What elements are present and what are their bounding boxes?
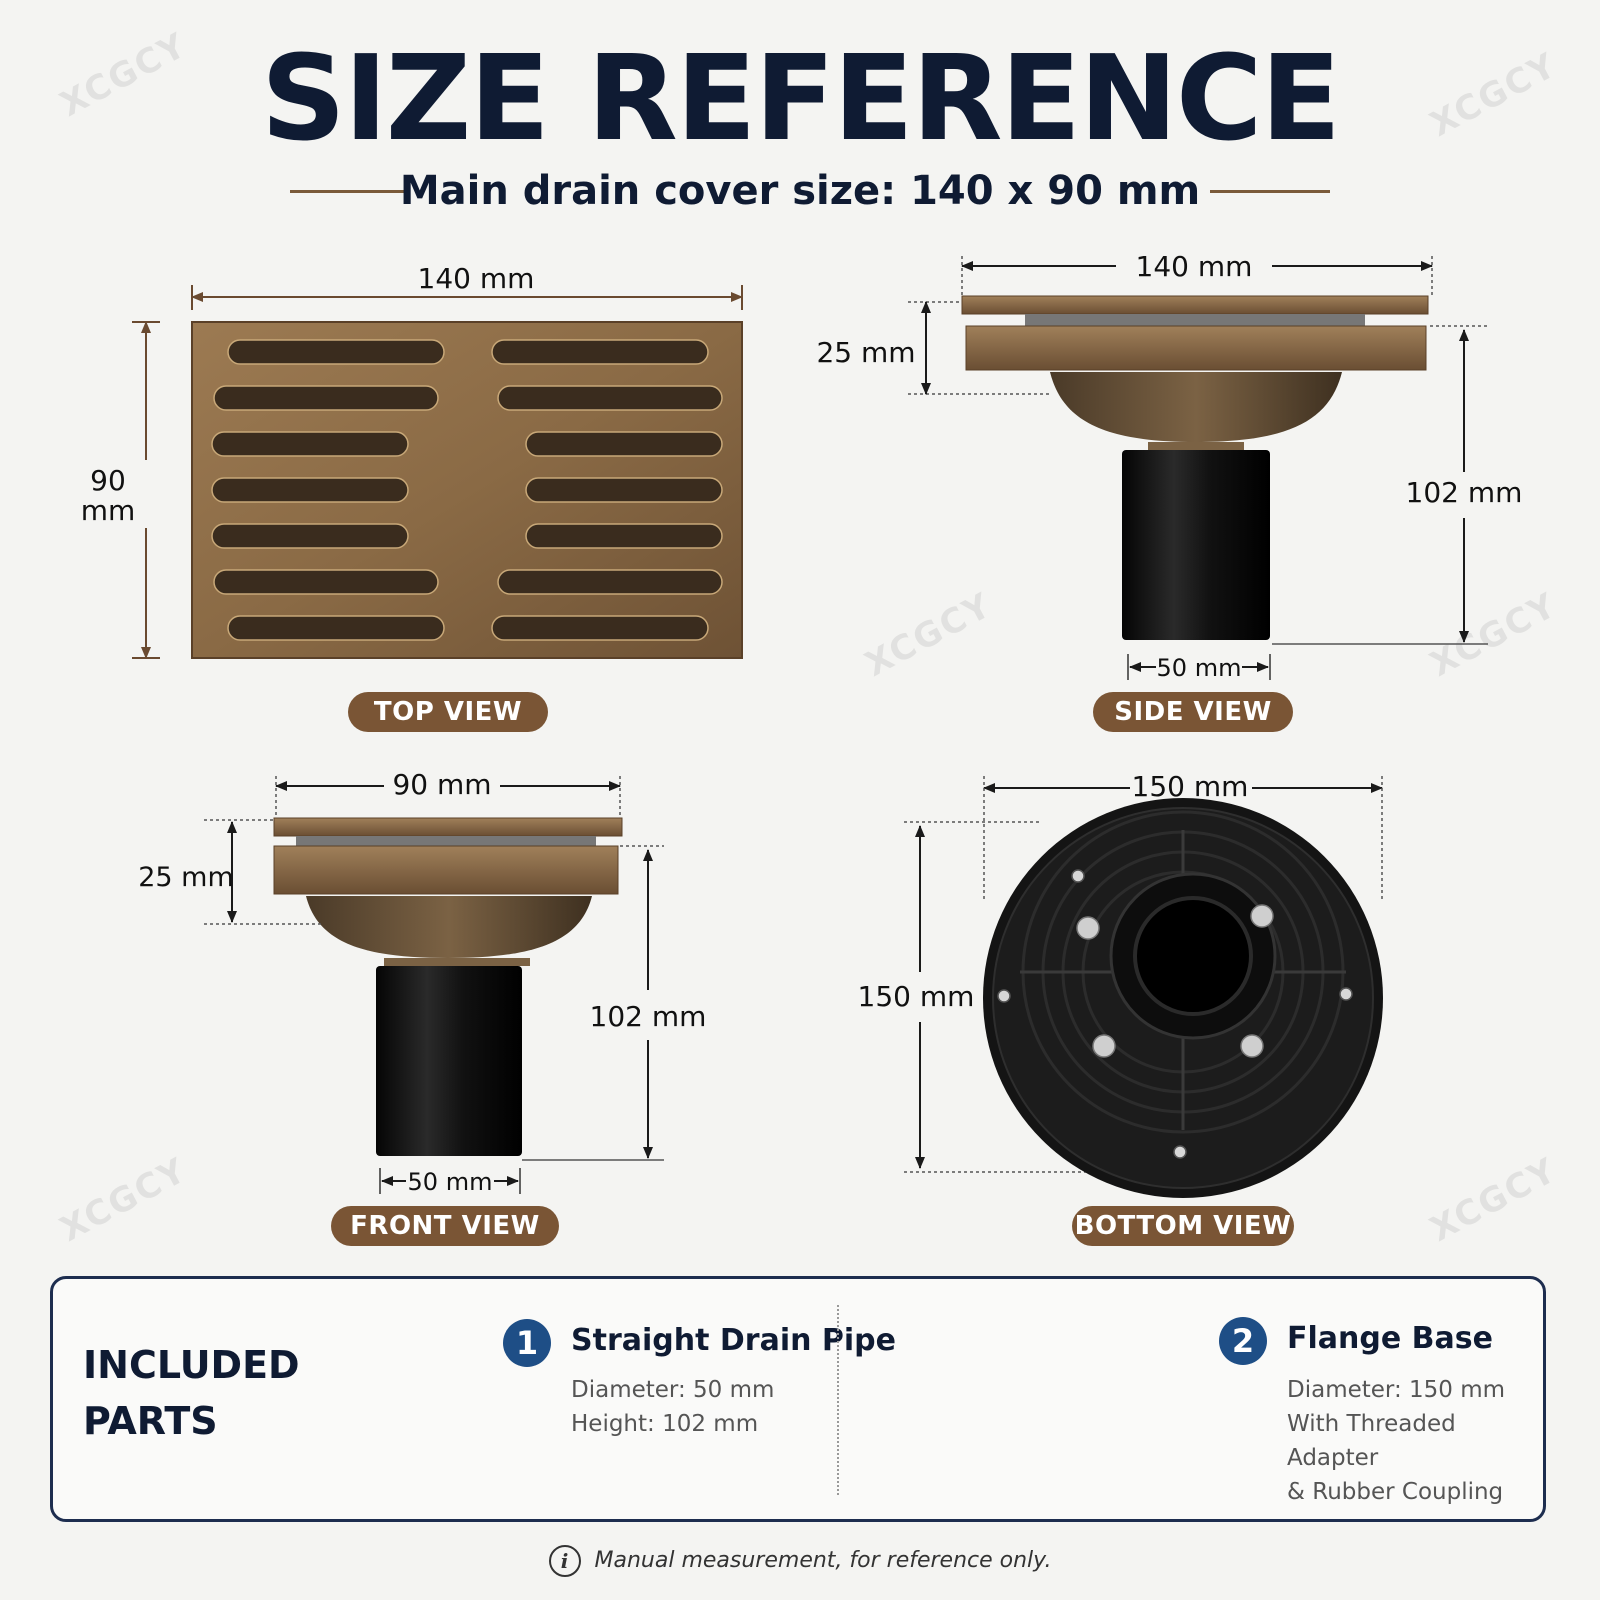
part-name: Flange Base: [1287, 1321, 1493, 1356]
footer-note: i Manual measurement, for reference only.: [0, 1545, 1600, 1577]
side-cover-height-label: 25 mm: [816, 336, 915, 369]
bottom-height-label: 150 mm: [858, 980, 975, 1013]
subtitle: Main drain cover size: 140 x 90 mm: [399, 168, 1201, 214]
heading-line: PARTS: [83, 1399, 218, 1443]
top-height-unit: mm: [81, 494, 136, 527]
dimension-diagrams: 140 mm 90 mm 140 mm: [81, 250, 1522, 1198]
side-view-diagram: 140 mm 25 mm 102 mm 50 mm: [816, 250, 1522, 682]
front-width-label: 90 mm: [392, 768, 491, 801]
heading-line: INCLUDED: [83, 1343, 300, 1387]
page-title: SIZE REFERENCE: [260, 29, 1341, 167]
bottom-width-label: 150 mm: [1132, 770, 1249, 803]
front-pipe-diameter-label: 50 mm: [408, 1168, 493, 1196]
front-view-label: FRONT VIEW: [331, 1206, 559, 1246]
part-detail: With Threaded Adapter: [1287, 1411, 1456, 1471]
part-number-badge: 2: [1219, 1317, 1267, 1365]
part-details: Diameter: 150 mm With Threaded Adapter &…: [1287, 1373, 1543, 1509]
top-view-diagram: 140 mm 90 mm: [81, 262, 743, 659]
divider: [837, 1305, 839, 1495]
top-height-label: 90: [90, 464, 126, 497]
front-total-height-label: 102 mm: [590, 1000, 707, 1033]
part-details: Diameter: 50 mm Height: 102 mm: [571, 1373, 774, 1441]
side-width-label: 140 mm: [1136, 250, 1253, 283]
included-parts-panel: INCLUDED PARTS 1 Straight Drain Pipe Dia…: [50, 1276, 1546, 1522]
side-pipe-diameter-label: 50 mm: [1157, 654, 1242, 682]
divider: [1210, 190, 1330, 193]
info-icon: i: [548, 1545, 581, 1577]
part-detail: Diameter: 150 mm: [1287, 1377, 1506, 1403]
bottom-view-label: BOTTOM VIEW: [1072, 1206, 1294, 1246]
front-view-diagram: 90 mm 25 mm 102 mm 50 mm: [138, 768, 706, 1196]
top-width-label: 140 mm: [418, 262, 535, 295]
part-number-badge: 1: [503, 1319, 551, 1367]
part-detail: & Rubber Coupling: [1287, 1479, 1504, 1505]
front-cover-height-label: 25 mm: [138, 862, 234, 893]
subtitle-row: Main drain cover size: 140 x 90 mm: [0, 160, 1600, 220]
part-detail: Height: 102 mm: [571, 1411, 759, 1437]
side-view-label: SIDE VIEW: [1093, 692, 1293, 732]
included-parts-heading: INCLUDED PARTS: [83, 1337, 300, 1449]
note-text: Manual measurement, for reference only.: [594, 1548, 1052, 1573]
bottom-view-diagram: 150 mm 150 mm: [858, 770, 1383, 1198]
part-name: Straight Drain Pipe: [571, 1323, 897, 1358]
part-detail: Diameter: 50 mm: [571, 1377, 775, 1403]
side-total-height-label: 102 mm: [1406, 476, 1523, 509]
divider: [290, 190, 410, 193]
top-view-label: TOP VIEW: [348, 692, 548, 732]
